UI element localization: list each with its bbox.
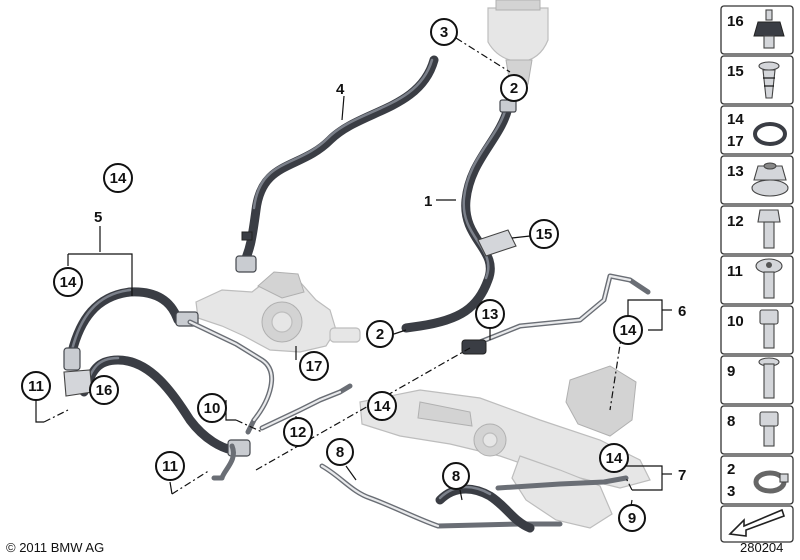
label-4: 4	[336, 81, 345, 98]
svg-text:3: 3	[727, 483, 735, 500]
callout-2-top: 2	[500, 74, 528, 102]
pressure-lines	[187, 273, 651, 481]
parts-legend: 16 15 14 17	[720, 5, 794, 543]
socket-screw-icon	[759, 309, 779, 349]
leader-lines	[35, 37, 672, 513]
callout-9: 9	[618, 504, 646, 532]
svg-text:9: 9	[628, 510, 636, 527]
legend-row-15: 15	[720, 55, 794, 105]
torx-screw-icon	[755, 258, 783, 299]
svg-text:8: 8	[727, 413, 735, 430]
svg-text:14: 14	[727, 111, 744, 128]
callout-14-c: 14	[367, 391, 397, 421]
image-number: 280204	[740, 540, 784, 555]
label-5: 5	[94, 209, 102, 226]
svg-text:14: 14	[606, 450, 623, 467]
callout-17: 17	[299, 351, 329, 381]
callout-8-a: 8	[326, 438, 354, 466]
rubber-mount-icon	[753, 9, 785, 49]
svg-text:2: 2	[510, 80, 518, 97]
steering-gear-ghost	[359, 365, 651, 529]
svg-text:14: 14	[60, 274, 77, 291]
svg-text:11: 11	[162, 458, 178, 475]
callout-12: 12	[283, 417, 313, 447]
legend-row-10: 10	[720, 305, 794, 355]
label-6: 6	[678, 303, 686, 320]
legend-row-arrow	[720, 505, 794, 543]
callout-14-d: 14	[613, 315, 643, 345]
svg-text:8: 8	[452, 468, 460, 485]
callout-2-mid: 2	[366, 320, 394, 348]
callout-13: 13	[475, 299, 505, 329]
svg-text:2: 2	[376, 326, 384, 343]
reservoir-ghost	[487, 0, 549, 85]
callout-11-a: 11	[21, 371, 51, 401]
label-7: 7	[678, 467, 686, 484]
flange-nut-icon	[751, 162, 789, 197]
legend-row-8: 8	[720, 405, 794, 455]
legend-row-2-3: 2 3	[720, 455, 794, 505]
callout-14-a: 14	[103, 163, 133, 193]
label-1: 1	[424, 193, 432, 210]
return-hose-4	[235, 55, 439, 273]
svg-text:14: 14	[110, 170, 127, 187]
legend-row-16: 16	[720, 5, 794, 55]
svg-text:3: 3	[440, 24, 448, 41]
callout-15: 15	[529, 219, 559, 249]
legend-row-13: 13	[720, 155, 794, 205]
copyright-notice: © 2011 BMW AG	[6, 540, 105, 555]
callout-10: 10	[197, 393, 227, 423]
svg-text:12: 12	[727, 213, 744, 230]
direction-arrow-icon	[728, 508, 786, 537]
legend-row-9: 9	[720, 355, 794, 405]
expanding-rivet-icon	[758, 61, 780, 99]
svg-text:9: 9	[727, 363, 735, 380]
pump-ghost	[195, 271, 361, 353]
svg-text:16: 16	[96, 382, 113, 399]
svg-text:13: 13	[727, 163, 744, 180]
callout-3-top: 3	[430, 18, 458, 46]
cooling-coil-8	[319, 463, 629, 533]
bolt-icon	[758, 357, 780, 399]
callout-16: 16	[89, 375, 119, 405]
socket-screw-short-icon	[759, 411, 779, 447]
svg-text:17: 17	[306, 358, 323, 375]
callout-14-e: 14	[599, 443, 629, 473]
svg-text:2: 2	[727, 461, 735, 478]
legend-row-12: 12	[720, 205, 794, 255]
svg-text:12: 12	[290, 424, 307, 441]
svg-text:8: 8	[336, 444, 344, 461]
pressure-hose-pair-5	[63, 287, 251, 457]
hose-clamp-icon	[753, 470, 789, 494]
svg-text:15: 15	[536, 226, 553, 243]
svg-text:10: 10	[727, 313, 744, 330]
legend-row-11: 11	[720, 255, 794, 305]
suction-hose-1	[401, 99, 517, 333]
callout-11-b: 11	[155, 451, 185, 481]
hex-bolt-icon	[757, 209, 781, 249]
svg-text:14: 14	[374, 398, 391, 415]
callout-8-b: 8	[442, 462, 470, 490]
svg-text:15: 15	[727, 63, 744, 80]
svg-text:10: 10	[204, 400, 221, 417]
svg-text:11: 11	[28, 378, 44, 395]
svg-text:11: 11	[727, 263, 743, 280]
svg-text:14: 14	[620, 322, 637, 339]
svg-text:17: 17	[727, 133, 744, 150]
legend-row-14-17: 14 17	[720, 105, 794, 155]
o-ring-icon	[753, 122, 787, 146]
svg-text:13: 13	[482, 306, 499, 323]
callout-14-b: 14	[53, 267, 83, 297]
svg-text:16: 16	[727, 13, 744, 30]
